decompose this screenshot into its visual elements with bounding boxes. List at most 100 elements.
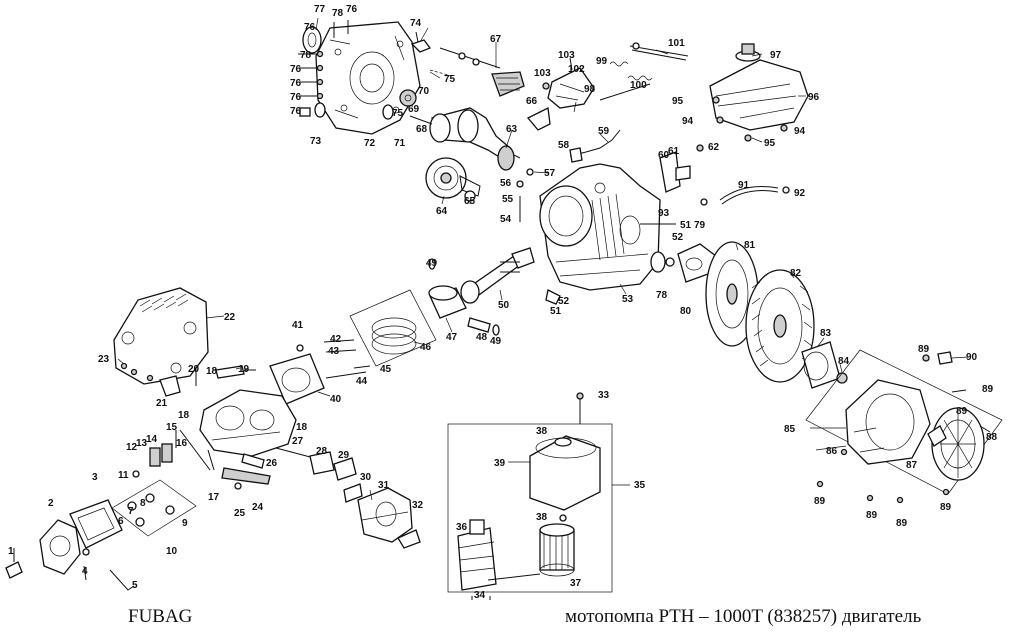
callout: 44 (356, 376, 368, 387)
callout: 102 (568, 64, 585, 75)
callout: 92 (794, 188, 806, 199)
callout: 94 (682, 116, 694, 127)
callout: 1 (8, 546, 14, 557)
callout: 70 (418, 86, 430, 97)
callout: 72 (364, 138, 376, 149)
callout: 80 (680, 306, 692, 317)
callout: 50 (498, 300, 510, 311)
callout: 4 (82, 566, 88, 577)
callout: 89 (866, 510, 878, 521)
callout: 27 (292, 436, 304, 447)
callout: 48 (476, 332, 488, 343)
callout: 43 (328, 346, 340, 357)
callout: 36 (456, 522, 468, 533)
callout: 3 (92, 472, 98, 483)
callout: 77 (314, 4, 326, 15)
callout: 6 (118, 516, 124, 527)
callout: 45 (380, 364, 392, 375)
callout: 86 (826, 446, 838, 457)
callout: 89 (896, 518, 908, 529)
callout: 60 (658, 150, 670, 161)
callout: 38 (536, 426, 548, 437)
recoil-starter-icon (927, 407, 985, 481)
callout: 95 (764, 138, 776, 149)
callout: 24 (252, 502, 264, 513)
callout: 78 (656, 290, 668, 301)
callout: 10 (166, 546, 178, 557)
callout: 5 (132, 580, 138, 591)
callout: 94 (794, 126, 806, 137)
callout: 23 (98, 354, 110, 365)
callout: 26 (266, 458, 278, 469)
callout: 12 (126, 442, 138, 453)
callout: 67 (490, 34, 502, 45)
air-filter-icon (529, 435, 601, 511)
callout: 101 (668, 38, 685, 49)
callout: 82 (790, 268, 802, 279)
callout: 42 (330, 334, 342, 345)
callout: 62 (708, 142, 720, 153)
callout: 73 (310, 136, 322, 147)
callout: 7 (128, 506, 134, 517)
callout: 64 (436, 206, 448, 217)
callout: 52 (672, 232, 684, 243)
callout: 96 (808, 92, 820, 103)
callout: 16 (176, 438, 188, 449)
callout: 84 (838, 356, 850, 367)
cylinder-block-icon (539, 163, 661, 291)
callout: 65 (464, 196, 476, 207)
callout: 89 (982, 384, 994, 395)
callout: 89 (940, 502, 952, 513)
callout: 76 (290, 92, 302, 103)
callout: 90 (966, 352, 978, 363)
callout: 11 (118, 470, 129, 481)
callout: 29 (338, 450, 350, 461)
callout: 18 (178, 410, 190, 421)
callout: 78 (332, 8, 344, 19)
callout: 14 (146, 434, 158, 445)
callout: 100 (630, 80, 647, 91)
callout: 76 (304, 22, 316, 33)
callout: 51 (550, 306, 562, 317)
fuel-tank-icon (709, 43, 809, 131)
callout: 76 (290, 78, 302, 89)
callout: 75 (444, 74, 456, 85)
callout: 34 (474, 590, 486, 600)
callout: 91 (738, 180, 750, 191)
callout: 47 (446, 332, 458, 343)
callout: 103 (558, 50, 575, 61)
callout: 37 (570, 578, 582, 589)
callout: 71 (394, 138, 406, 149)
callout: 75 (392, 108, 404, 119)
callout: 55 (502, 194, 514, 205)
callout: 51 (680, 220, 692, 231)
callout: 79 (694, 220, 706, 231)
callout: 63 (506, 124, 518, 135)
callout: 89 (956, 406, 968, 417)
callout: 68 (416, 124, 428, 135)
callout: 35 (634, 480, 646, 491)
callout: 61 (668, 146, 680, 157)
callout: 52 (558, 296, 570, 307)
callout: 13 (136, 438, 148, 449)
callout: 18 (206, 366, 218, 377)
callout: 54 (500, 214, 512, 225)
callout: 89 (814, 496, 826, 507)
callout: 99 (596, 56, 608, 67)
callout: 93 (658, 208, 670, 219)
brand-caption: FUBAG (128, 606, 193, 627)
callout: 33 (598, 390, 610, 401)
callout: 97 (770, 50, 782, 61)
carburetor-icon (357, 487, 413, 543)
valve-cover-icon (113, 287, 209, 385)
callout: 78 (300, 50, 312, 61)
callout: 58 (558, 140, 570, 151)
callout: 31 (378, 480, 390, 491)
callout: 9 (182, 518, 188, 529)
callout: 8 (140, 498, 146, 509)
callout: 28 (316, 446, 328, 457)
callout: 20 (188, 364, 200, 375)
callout: 76 (346, 4, 358, 15)
callout: 38 (536, 512, 548, 523)
